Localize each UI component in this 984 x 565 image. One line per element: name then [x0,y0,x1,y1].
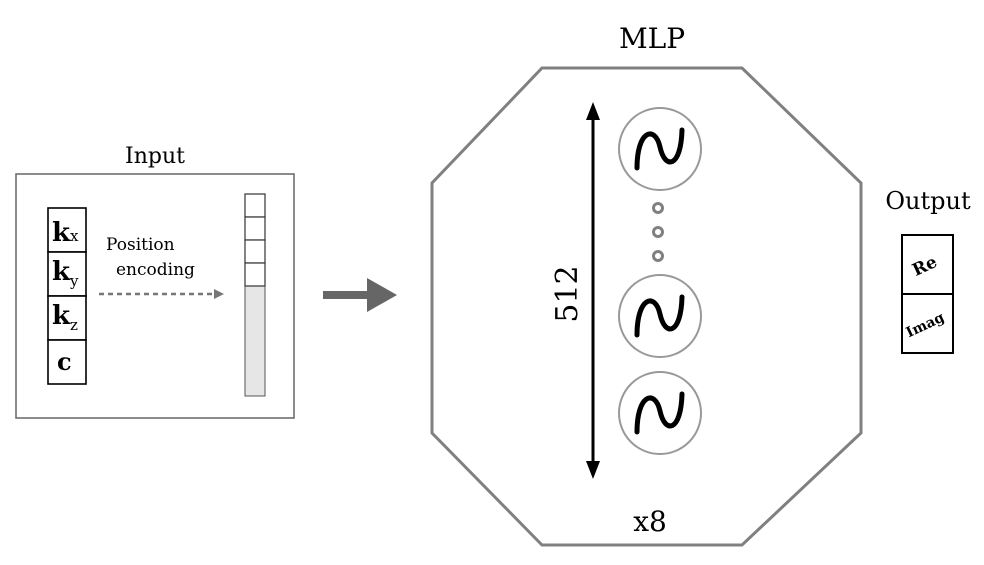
output-cell-re [901,234,954,295]
position-encoding-label-line2: encoding [116,260,195,280]
sine-wave-icon [634,294,685,338]
feature-cell-c [47,339,87,385]
encoded-vector-cell [244,262,266,287]
ellipsis-dot [652,226,664,238]
neuron [618,274,702,358]
flow-arrow-shaft [323,291,371,299]
mlp-octagon [430,66,863,547]
width-arrow [586,102,600,479]
encoded-vector-cell [244,193,266,218]
feature-column: kx ky kz c [47,207,87,385]
width-label: 512 [550,265,585,322]
feature-ky-label: ky [52,257,79,290]
output-title: Output [885,187,971,215]
sine-wave-icon [634,127,685,171]
flow-arrow [323,278,397,312]
neuron [618,371,702,455]
repeat-label: x8 [633,505,667,538]
feature-cell-kz [47,295,87,341]
feature-kz-label: kz [52,301,78,334]
output-cell-imag [901,293,954,354]
input-title: Input [125,144,185,169]
position-encoding-label-line1: Position [106,235,175,255]
encoded-vector [244,193,266,397]
flow-arrow-head [367,278,397,312]
encoded-vector-cell [244,239,266,264]
mlp-title: MLP [619,22,685,55]
encoded-vector-fill [244,285,266,397]
ellipsis-dot [652,202,664,214]
ellipsis-dots [652,202,664,262]
neuron [618,107,702,191]
encoded-vector-cell [244,216,266,241]
width-arrow-head-top [586,102,600,120]
feature-kx-label: kx [52,218,79,248]
input-panel [15,173,295,419]
sine-wave-icon [634,391,685,435]
ellipsis-dot [652,250,664,262]
width-arrow-head-bottom [586,461,600,479]
feature-c-label: c [57,347,72,376]
